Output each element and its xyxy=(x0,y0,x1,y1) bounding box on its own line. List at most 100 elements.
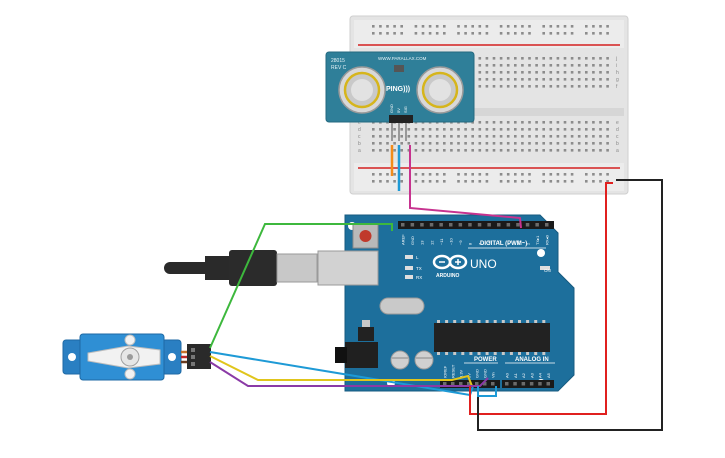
wire-purple-servo[interactable] xyxy=(209,361,489,387)
rail-hole xyxy=(421,173,425,176)
analog-pin[interactable] xyxy=(546,382,551,386)
usb-cable[interactable] xyxy=(164,250,379,286)
power-pin[interactable] xyxy=(459,382,463,386)
center-channel xyxy=(354,108,624,116)
breadboard-hole xyxy=(606,128,609,131)
sensor-pin-gnd xyxy=(391,123,393,141)
digital-pin[interactable] xyxy=(487,223,491,227)
breadboard-hole xyxy=(592,57,595,60)
digital-pin[interactable] xyxy=(401,223,405,227)
digital-pin-label: ~5 xyxy=(497,240,502,245)
wire-blue-gnd-short[interactable] xyxy=(477,386,497,397)
breadboard-hole xyxy=(492,64,496,67)
rail-hole xyxy=(542,180,545,183)
breadboard-hole xyxy=(492,71,496,74)
digital-pin[interactable] xyxy=(516,223,520,227)
power-pin-label: RESET xyxy=(451,364,456,378)
breadboard-hole xyxy=(492,121,496,124)
analog-pin[interactable] xyxy=(538,382,542,386)
breadboard-hole xyxy=(528,142,531,145)
breadboard-hole xyxy=(414,135,418,138)
wire-red-5v[interactable] xyxy=(469,182,613,415)
digital-pin[interactable] xyxy=(420,223,424,227)
breadboard-hole xyxy=(457,149,460,152)
breadboard-hole xyxy=(549,85,553,88)
analog-header[interactable] xyxy=(502,380,554,388)
breadboard-hole xyxy=(499,142,503,145)
rail-hole xyxy=(514,25,517,28)
reset-button[interactable] xyxy=(359,230,372,242)
power-pin[interactable] xyxy=(483,382,487,386)
breadboard-hole xyxy=(577,57,581,60)
servo-connector-pin-3 xyxy=(191,362,195,366)
wire-yellow-servo[interactable] xyxy=(209,355,473,387)
breadboard-hole xyxy=(506,64,510,67)
digital-pin[interactable] xyxy=(449,223,453,227)
breadboard-hole xyxy=(393,135,396,138)
rail-hole xyxy=(372,173,375,176)
chip-pin xyxy=(534,352,538,355)
rail-hole xyxy=(485,32,489,35)
power-pin[interactable] xyxy=(443,382,447,386)
breadboard-hole xyxy=(443,128,446,131)
rail-hole xyxy=(386,32,389,35)
analog-pin[interactable] xyxy=(521,382,526,386)
digital-pin[interactable] xyxy=(458,223,463,227)
breadboard-hole xyxy=(435,128,439,131)
digital-pin[interactable] xyxy=(477,223,482,227)
digital-pin-label: ~9 xyxy=(458,240,463,245)
analog-pin[interactable] xyxy=(529,382,534,386)
rail-hole xyxy=(506,180,510,183)
breadboard-hole xyxy=(556,85,560,88)
digital-pin[interactable] xyxy=(497,223,501,227)
servo-motor[interactable] xyxy=(62,333,211,381)
breadboard-hole xyxy=(464,128,467,131)
rail-hole xyxy=(443,32,446,35)
rail-hole xyxy=(506,25,510,28)
rail-hole xyxy=(563,180,567,183)
breadboard-hole xyxy=(499,85,503,88)
digital-pin[interactable] xyxy=(468,223,472,227)
wire-green-servo-signal[interactable] xyxy=(209,223,393,349)
breadboard-hole xyxy=(400,128,403,131)
breadboard-hole xyxy=(464,135,467,138)
digital-pin[interactable] xyxy=(429,223,434,227)
ping-sensor[interactable]: 28015 REV C WWW.PARALLAX.COM PING))) GND… xyxy=(325,51,475,141)
breadboard-hole xyxy=(400,149,403,152)
wire-magenta-sig[interactable] xyxy=(409,145,522,229)
breadboard-hole xyxy=(379,149,382,152)
breadboard-hole xyxy=(457,135,460,138)
rail-hole xyxy=(421,180,425,183)
breadboard-hole xyxy=(400,135,403,138)
digital-pin[interactable] xyxy=(545,223,549,227)
power-pin[interactable] xyxy=(475,382,479,386)
power-pin[interactable] xyxy=(467,382,471,386)
breadboard-hole xyxy=(535,121,538,124)
digital-pin-label: 12 xyxy=(429,240,434,245)
capacitor-2 xyxy=(414,350,434,370)
power-pin[interactable] xyxy=(491,382,495,386)
pin-label-5v: 5V xyxy=(396,108,401,113)
rail-hole xyxy=(464,180,467,183)
digital-pin[interactable] xyxy=(439,223,443,227)
analog-pin[interactable] xyxy=(513,382,517,386)
digital-pin[interactable] xyxy=(410,223,415,227)
breadboard-hole xyxy=(379,142,382,145)
power-jack[interactable] xyxy=(345,342,378,368)
breadboard-hole xyxy=(499,64,503,67)
digital-label: DIGITAL (PWM~) xyxy=(480,241,527,247)
breadboard-hole xyxy=(599,71,602,74)
analog-pin[interactable] xyxy=(505,382,509,386)
breadboard-hole xyxy=(514,128,517,131)
digital-header[interactable] xyxy=(398,221,554,229)
digital-pin[interactable] xyxy=(535,223,539,227)
power-pin[interactable] xyxy=(451,382,455,386)
rail-hole xyxy=(570,180,574,183)
digital-pin[interactable] xyxy=(525,223,530,227)
crystal-chip xyxy=(394,65,404,72)
wire-black-gnd[interactable] xyxy=(477,179,663,431)
breadboard-hole xyxy=(521,121,524,124)
digital-pin[interactable] xyxy=(506,223,511,227)
